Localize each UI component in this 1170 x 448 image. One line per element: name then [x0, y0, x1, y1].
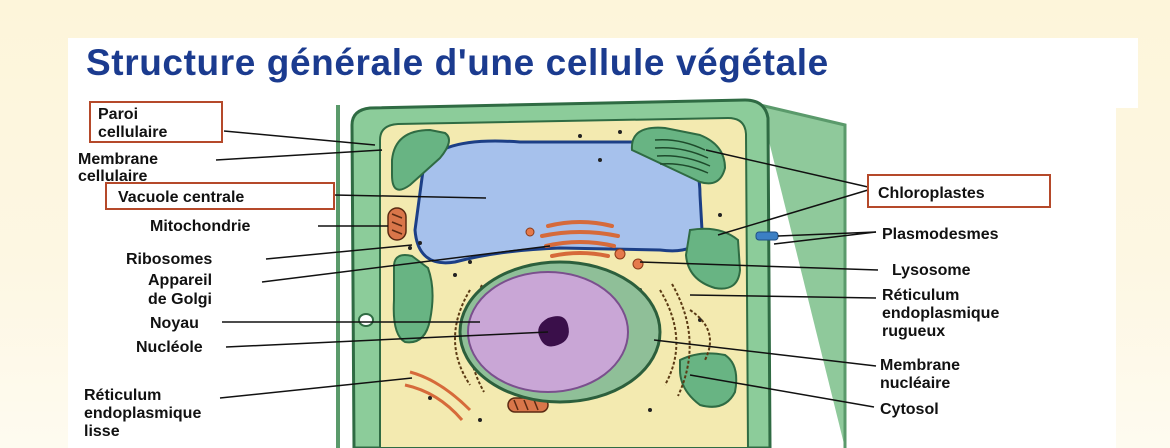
label-mitochondrie: Mitochondrie: [150, 218, 251, 235]
label-cytosol: Cytosol: [880, 401, 939, 418]
label-reticulum-rugueux-3: rugueux: [882, 323, 945, 340]
label-paroi-cellulaire-1: Paroi: [98, 106, 138, 123]
neighbour-cell-wall-right: [760, 105, 845, 448]
label-paroi-cellulaire-2: cellulaire: [98, 124, 167, 141]
label-reticulum-lisse-2: endoplasmique: [84, 405, 201, 422]
label-reticulum-rugueux-2: endoplasmique: [882, 305, 999, 322]
nucleus: [460, 262, 660, 402]
plasmodesma-left: [359, 314, 373, 326]
label-lysosome: Lysosome: [892, 262, 971, 279]
label-membrane-cellulaire-1: Membrane: [78, 151, 158, 168]
plant-cell: [338, 100, 845, 448]
label-membrane-nucleaire-1: Membrane: [880, 357, 960, 374]
label-reticulum-lisse-1: Réticulum: [84, 387, 161, 404]
label-noyau: Noyau: [150, 315, 199, 332]
label-ribosomes: Ribosomes: [126, 251, 212, 268]
label-appareil-golgi-1: Appareil: [148, 272, 212, 289]
chloroplast: [394, 255, 433, 342]
label-appareil-golgi-2: de Golgi: [148, 291, 212, 308]
label-vacuole-centrale: Vacuole centrale: [118, 189, 244, 206]
left-labels: Paroi cellulaire Membrane cellulaire Vac…: [78, 102, 334, 440]
label-membrane-nucleaire-2: nucléaire: [880, 375, 950, 392]
label-reticulum-lisse-3: lisse: [84, 423, 120, 440]
label-reticulum-rugueux-1: Réticulum: [882, 287, 959, 304]
label-plasmodesmes: Plasmodesmes: [882, 226, 999, 243]
label-chloroplastes: Chloroplastes: [878, 185, 985, 202]
right-labels: Chloroplastes Plasmodesmes Lysosome Réti…: [868, 175, 1050, 418]
label-nucleole: Nucléole: [136, 339, 203, 356]
plasmodesma: [756, 232, 778, 240]
